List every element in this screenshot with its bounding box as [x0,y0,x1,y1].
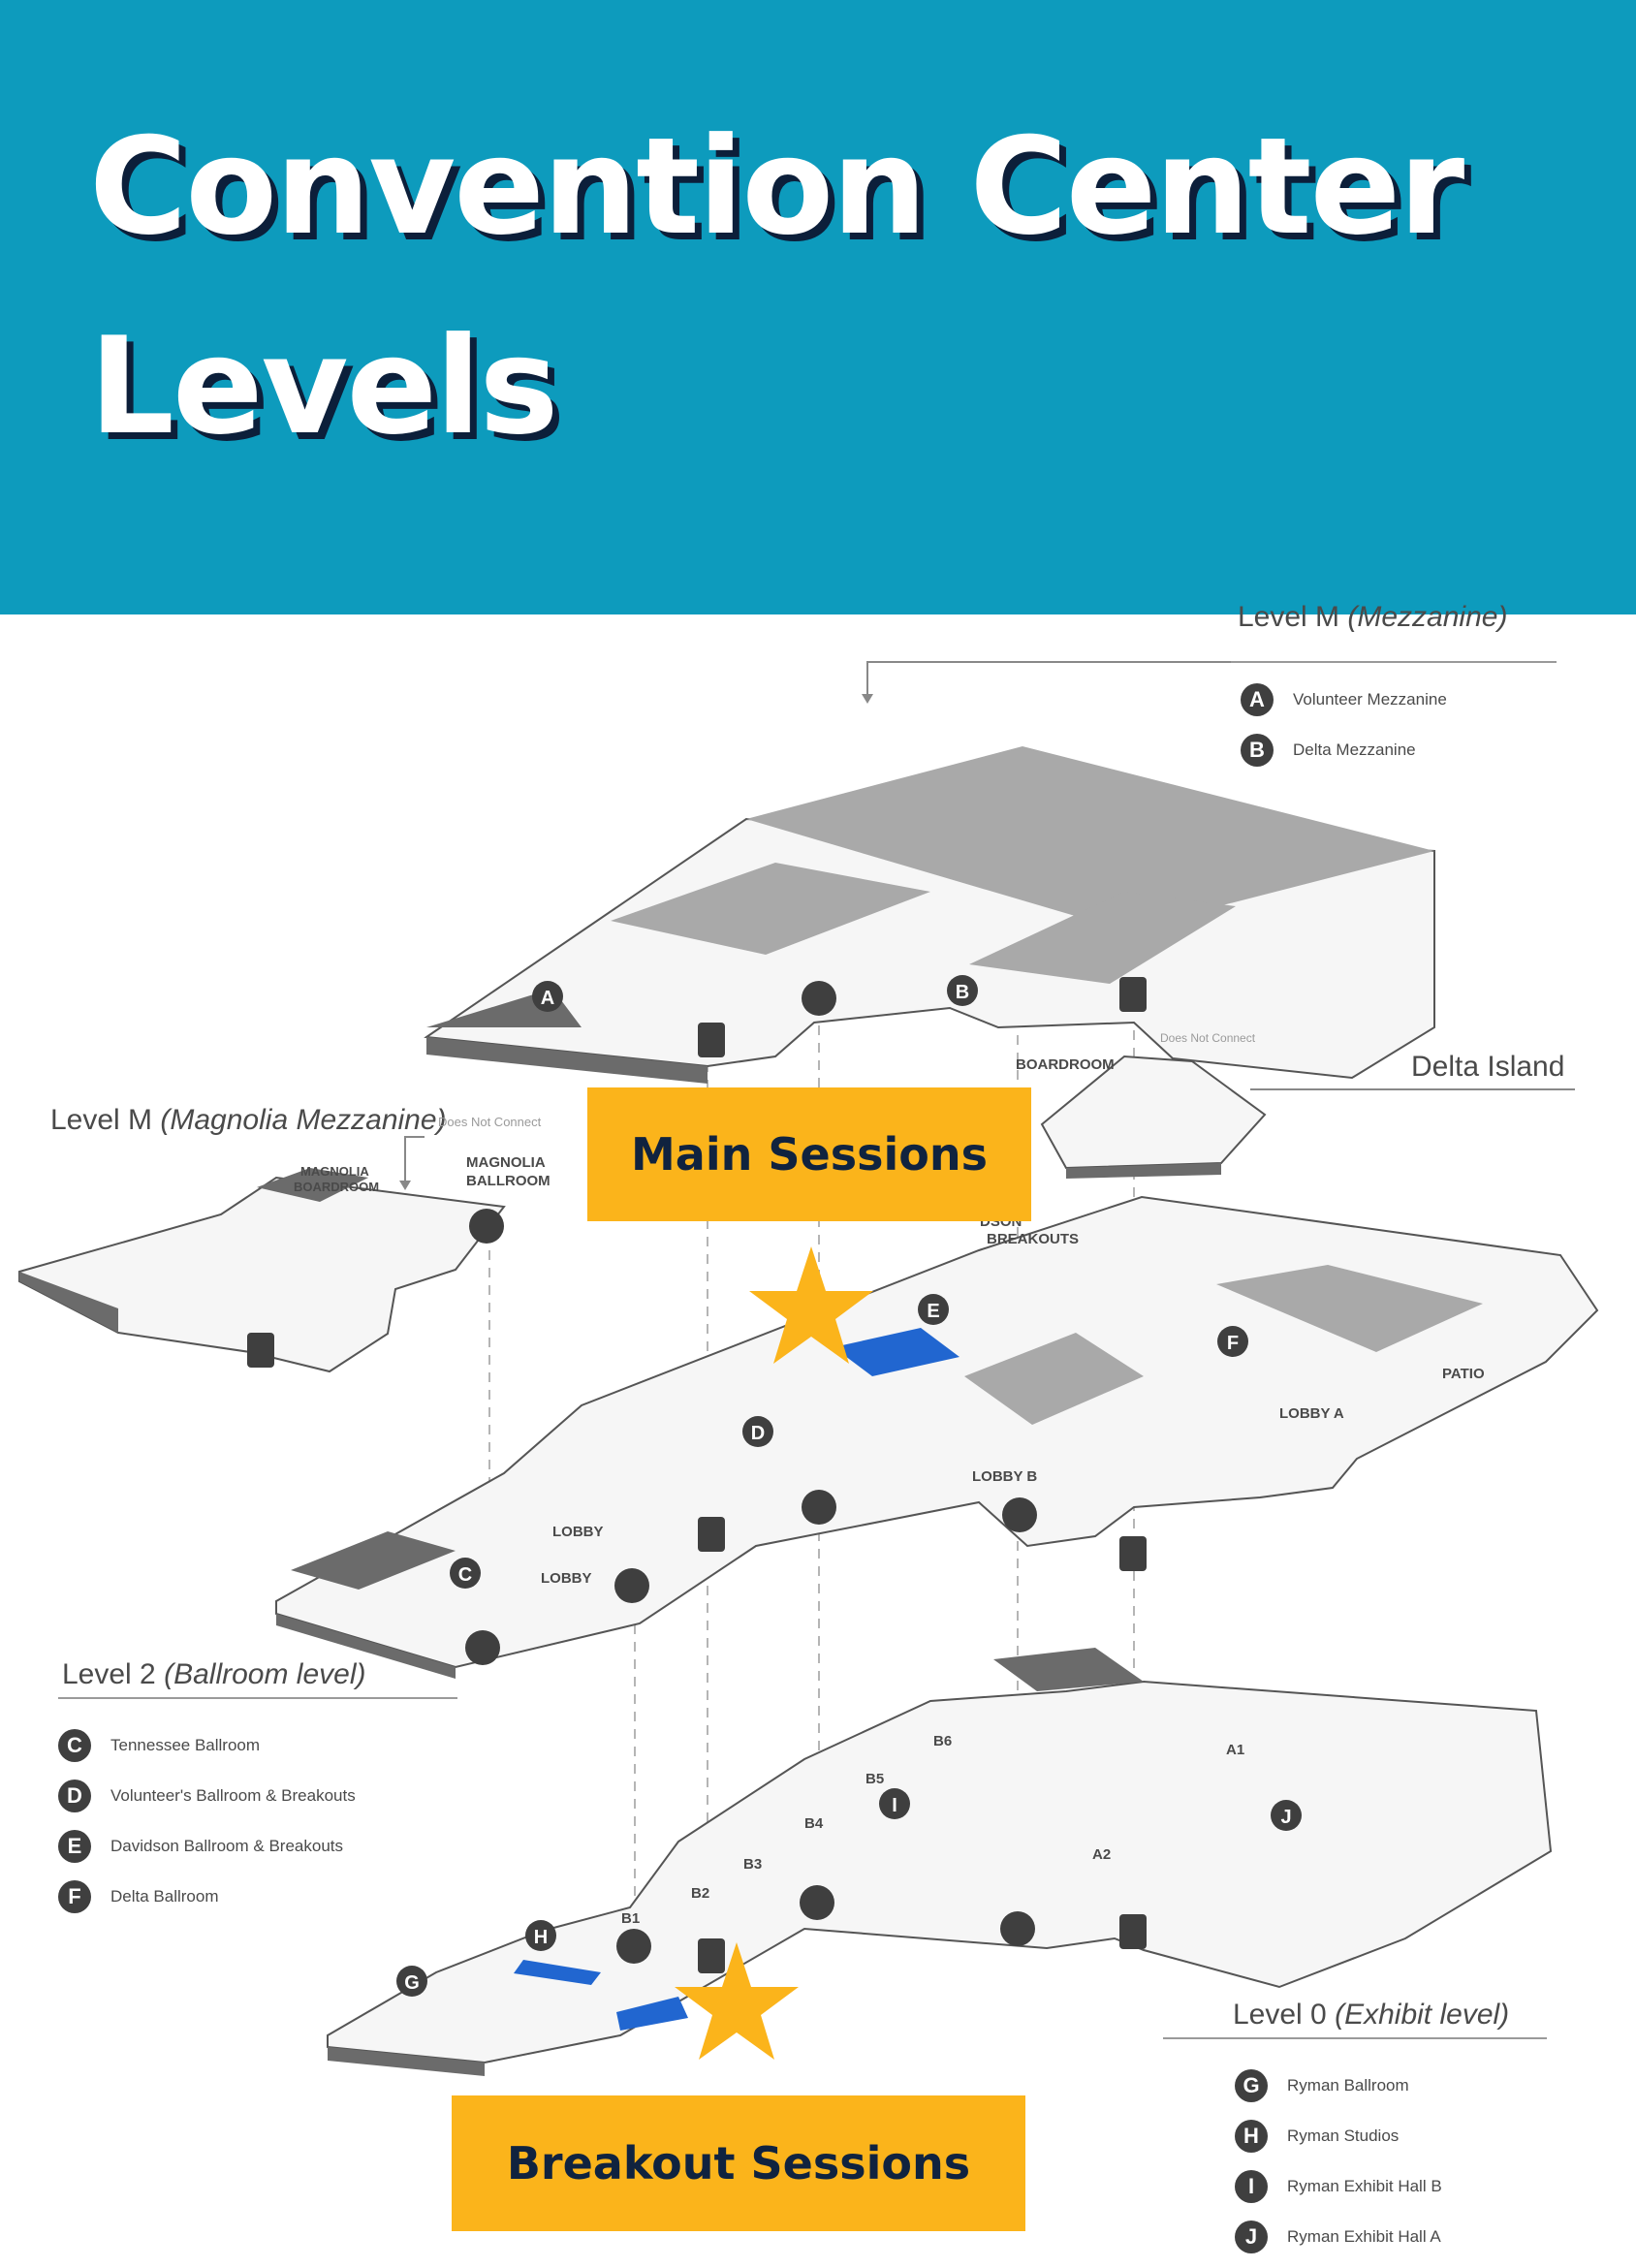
level-m-title: Level M (Mezzanine) [1238,601,1508,633]
level-2-title: Level 2 (Ballroom level) [62,1658,366,1690]
breakout-sessions-callout: Breakout Sessions [452,2095,1025,2231]
hall-b6-label: B6 [933,1733,952,1749]
marker-c: C [458,1564,472,1586]
marker-j: J [1280,1807,1291,1828]
boardroom-label: BOARDROOM [1016,1056,1115,1073]
floor-plan-map: BOARDROOM Does Not Connect MAGNOLIA BOAR… [0,601,1636,2253]
hall-b5-label: B5 [865,1771,884,1787]
davidson-label-2: BREAKOUTS [987,1231,1079,1247]
lobby-a-label: LOBBY A [1279,1405,1344,1422]
hall-b3-label: B3 [743,1856,762,1873]
elevator-icons [247,977,1147,1973]
marker-f: F [1227,1333,1239,1354]
magnolia-title: Level M (Magnolia Mezzanine) [50,1104,447,1136]
level-0-rule [1163,2037,1547,2039]
marker-d: D [751,1423,765,1444]
hall-b2-label: B2 [691,1885,709,1902]
main-sessions-star-icon [749,1246,873,1364]
hall-a1-label: A1 [1226,1742,1244,1758]
escalator-icons [465,981,1037,1964]
marker-i: I [892,1795,897,1816]
magnolia-ballroom-label-1: MAGNOLIA [466,1154,546,1171]
level-m-rule [1231,661,1557,663]
level-2-rule [58,1697,457,1699]
magnolia-boardroom-label-1: MAGNOLIA [300,1164,369,1179]
magnolia-arrow-icon [399,1181,411,1190]
location-markers: A B C D E F G H I J [396,975,1302,1997]
delta-island-title: Delta Island [1411,1051,1565,1083]
marker-b: B [956,982,969,1003]
lobby-b-label: LOBBY B [972,1468,1037,1485]
level-0-title: Level 0 (Exhibit level) [1233,1999,1510,2031]
floor-plan-drawing: BOARDROOM Does Not Connect MAGNOLIA BOAR… [18,661,1599,2076]
lobby-label-upper: LOBBY [552,1524,604,1540]
main-sessions-callout: Main Sessions [587,1087,1031,1221]
level-m-mezzanine-plan [424,746,1435,1084]
patio-label: PATIO [1442,1366,1485,1382]
header-banner: Convention Center Levels [0,0,1636,614]
magnolia-note: Does Not Connect [438,1115,542,1129]
page-title-line-1: Convention Center [89,109,1464,265]
breakout-sessions-star-icon [675,1942,799,2060]
page-title-line-2: Levels [89,308,559,464]
magnolia-ballroom-label-2: BALLROOM [466,1173,551,1189]
magnolia-boardroom-label-2: BOARDROOM [294,1180,379,1194]
magnolia-mezzanine-plan: MAGNOLIA BOARDROOM MAGNOLIA BALLROOM M2 [18,1154,551,1373]
level-2-ballroom-plan: DSON BREAKOUTS LOBBY LOBBY LOBBY A LOBBY… [275,1195,1599,1679]
hall-a2-label: A2 [1092,1846,1111,1863]
delta-island-plan: BOARDROOM Does Not Connect [1016,1031,1267,1179]
marker-g: G [404,1972,420,1994]
delta-island-note: Does Not Connect [1160,1031,1256,1045]
lobby-label-lower: LOBBY [541,1570,592,1587]
hall-b1-label: B1 [621,1910,640,1927]
marker-a: A [541,988,554,1009]
marker-h: H [534,1927,548,1948]
level-m-arrow-icon [862,694,873,704]
marker-e: E [927,1301,939,1322]
hall-b4-label: B4 [804,1815,824,1832]
